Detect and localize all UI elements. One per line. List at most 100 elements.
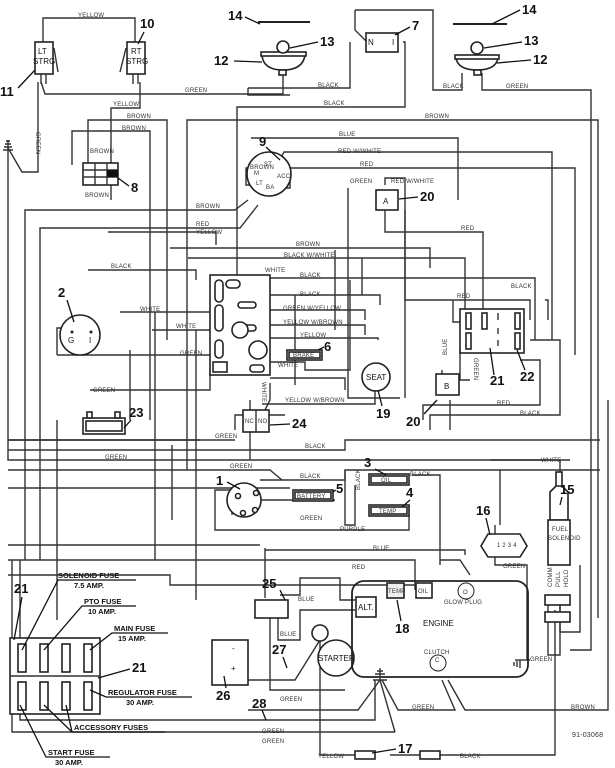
switch-nc-label: NC xyxy=(245,419,255,425)
callout-8: 8 xyxy=(131,180,138,195)
wire-black-relay xyxy=(248,42,351,89)
wire-black-1 xyxy=(270,277,536,340)
temp-sender-label: TEMP xyxy=(388,589,405,595)
wire-yellow-steering xyxy=(42,17,136,42)
callout-12-right: 12 xyxy=(533,52,547,67)
wire-label: BLUE xyxy=(298,597,314,603)
wire-green-yellow xyxy=(270,309,366,320)
oil-light-label: OIL xyxy=(381,478,392,484)
callout-21-fuse-top: 21 xyxy=(14,581,28,596)
wire-label: GREEN xyxy=(262,729,284,735)
wire-green-28a xyxy=(248,679,381,711)
wires xyxy=(7,9,609,756)
wire-label: BROWN xyxy=(296,242,320,248)
wire-purple xyxy=(214,489,410,531)
wire-brown-b xyxy=(71,130,151,420)
callout-25: 25 xyxy=(262,576,276,591)
engine-label: ENGINE xyxy=(423,619,454,628)
wire-label: RED W/WHITE xyxy=(338,149,381,155)
drawing-number: 91-03068 xyxy=(572,732,603,739)
wire-blue-ign xyxy=(251,137,459,200)
wire-white-6 xyxy=(270,280,351,371)
fuse-legend: SOLENOID FUSE 7.5 AMP. PTO FUSE 10 AMP. … xyxy=(19,571,192,767)
wire-black-34 xyxy=(344,470,356,526)
battery-light: BATTERY xyxy=(292,489,334,502)
seat-switch: SEAT xyxy=(361,362,391,392)
wire-label: BLACK xyxy=(324,101,345,107)
wire-label: BROWN xyxy=(90,149,114,155)
wire-label: RED xyxy=(461,226,475,232)
wire-label: WHITE xyxy=(260,382,266,402)
callout-13-left: 13 xyxy=(320,34,334,49)
wire-label: GREEN xyxy=(230,464,252,470)
pto-fuse-amp: 10 AMP. xyxy=(88,607,116,616)
wire-blue-25b xyxy=(277,609,355,641)
wire-label: BLACK xyxy=(443,84,464,90)
headlight-left xyxy=(258,21,310,76)
wire-green-ground xyxy=(7,82,39,173)
wire-green-lamps xyxy=(40,75,284,95)
wire-label: BLACK W/WHITE xyxy=(284,253,335,259)
wire-yellow-mid2 xyxy=(270,377,346,390)
wire-label: RED xyxy=(360,162,374,168)
callout-20-bottom: 20 xyxy=(406,414,420,429)
relay-b: B xyxy=(435,373,460,396)
callouts: 14 12 13 7 14 13 12 10 11 8 9 20 2 6 21 … xyxy=(0,2,574,756)
wire-brown-ign xyxy=(24,199,249,560)
wire-label: WHITE xyxy=(278,363,298,369)
battery-plus-label: + xyxy=(231,664,236,673)
callout-6: 6 xyxy=(324,339,331,354)
wire-green-20b xyxy=(459,350,470,381)
solenoid-fuse-label: SOLENOID FUSE xyxy=(58,571,119,580)
clutch-glyph: C xyxy=(435,658,440,664)
harness-connector-block xyxy=(209,274,271,376)
headlight-right xyxy=(453,23,507,76)
callout-5: 5 xyxy=(336,481,343,496)
wire-yellow-ign xyxy=(108,231,217,245)
rt-strg-label-2: STRG xyxy=(126,57,148,66)
wire-black-22 xyxy=(545,299,549,320)
wire-black-low xyxy=(429,339,561,430)
hour-meter xyxy=(82,411,126,435)
fuse-block xyxy=(9,637,101,715)
wire-label: BLACK xyxy=(111,264,132,270)
wire-label: BLACK xyxy=(410,472,431,478)
callout-13-right: 13 xyxy=(524,33,538,48)
wire-yellow-mid xyxy=(258,337,379,340)
wire-label: BROWN xyxy=(250,165,274,171)
relay7-n-label: N xyxy=(368,38,374,47)
wire-blue-25a xyxy=(280,577,355,601)
regulator-fuse-label: REGULATOR FUSE xyxy=(108,688,177,697)
wire-label: YELLOW xyxy=(318,754,344,760)
callout-16: 16 xyxy=(476,503,490,518)
wire-brown-a xyxy=(87,119,168,340)
wire-label: RED xyxy=(352,565,366,571)
ign-st-label: ST xyxy=(264,162,272,168)
battery-light-label: BATTERY xyxy=(297,494,326,500)
oil-light: OIL xyxy=(368,473,410,486)
wire-brown-long xyxy=(186,119,599,600)
wire-label: GREEN xyxy=(262,739,284,745)
wire-green-28c xyxy=(11,560,395,733)
glow-plug-label: GLOW PLUG xyxy=(444,600,482,606)
wire-label: GREEN xyxy=(503,564,525,570)
wire-label: BROWN xyxy=(85,193,109,199)
callout-28: 28 xyxy=(252,696,266,711)
wire-green-1 xyxy=(8,469,283,481)
wire-green-clutch xyxy=(381,679,457,711)
callout-24: 24 xyxy=(292,416,307,431)
relay7-i-label: I xyxy=(392,38,394,47)
wire-label: YELLOW xyxy=(78,13,104,19)
callout-23: 23 xyxy=(129,405,143,420)
wire-label: BLACK xyxy=(511,284,532,290)
fuel-solenoid: FUEL SOLENOID COMM PULL HOLD xyxy=(544,471,581,623)
wire-label: BLUE xyxy=(280,632,296,638)
solenoid-fuse-amp: 7.5 AMP. xyxy=(74,581,104,590)
wire-black-17 xyxy=(440,610,556,756)
light-relay: N I xyxy=(365,32,399,53)
oil-sender-label: OIL xyxy=(418,589,429,595)
callout-11: 11 xyxy=(0,84,14,99)
ign-acc-label: ACC xyxy=(277,174,291,180)
diode-pins-label: 1 2 3 4 xyxy=(497,543,517,549)
callout-26: 26 xyxy=(216,688,230,703)
